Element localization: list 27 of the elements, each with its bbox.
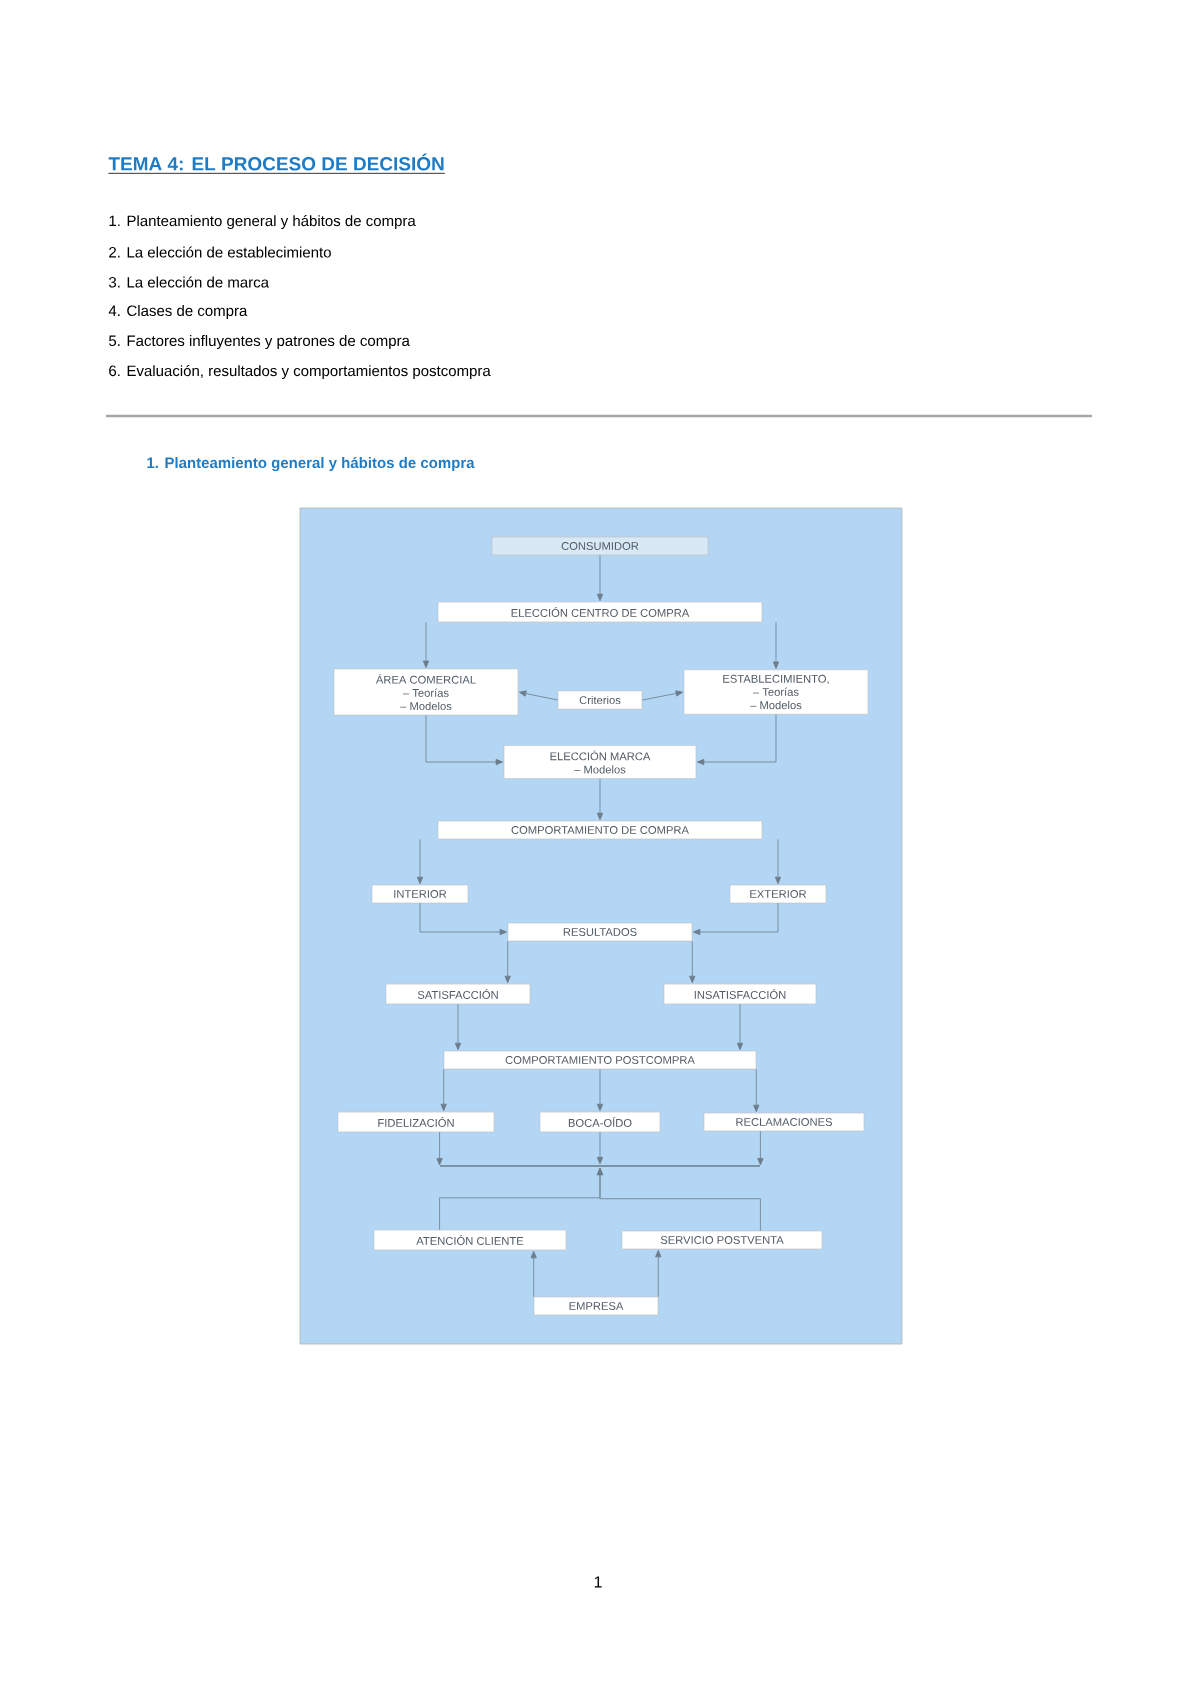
arrow: [596, 1167, 761, 1232]
arrow: [530, 1250, 537, 1298]
arrow: [696, 714, 777, 766]
arrow: [753, 1068, 760, 1113]
arrow: [425, 715, 503, 766]
arrow: [641, 690, 684, 701]
arrow: [655, 1249, 662, 1298]
arrow: [518, 690, 559, 701]
arrow: [596, 1131, 604, 1165]
arrow: [772, 621, 780, 669]
arrow: [454, 1003, 462, 1051]
title: TEMA 4: EL PROCESO DE DECISIÓN: [108, 153, 446, 174]
arrow: [757, 1130, 764, 1166]
arrow: [689, 940, 696, 984]
arrow: [416, 838, 424, 885]
arrow: [436, 1131, 443, 1166]
arrow: [774, 838, 782, 885]
arrow: [419, 902, 507, 936]
arrow: [422, 621, 430, 668]
arrow: [692, 902, 779, 936]
arrow: [596, 1068, 604, 1112]
arrow: [596, 778, 604, 821]
page-number: 1: [594, 1576, 602, 1588]
arrow: [736, 1003, 744, 1051]
arrow: [596, 554, 604, 602]
arrow: [504, 940, 511, 984]
arrow: [440, 1068, 447, 1112]
